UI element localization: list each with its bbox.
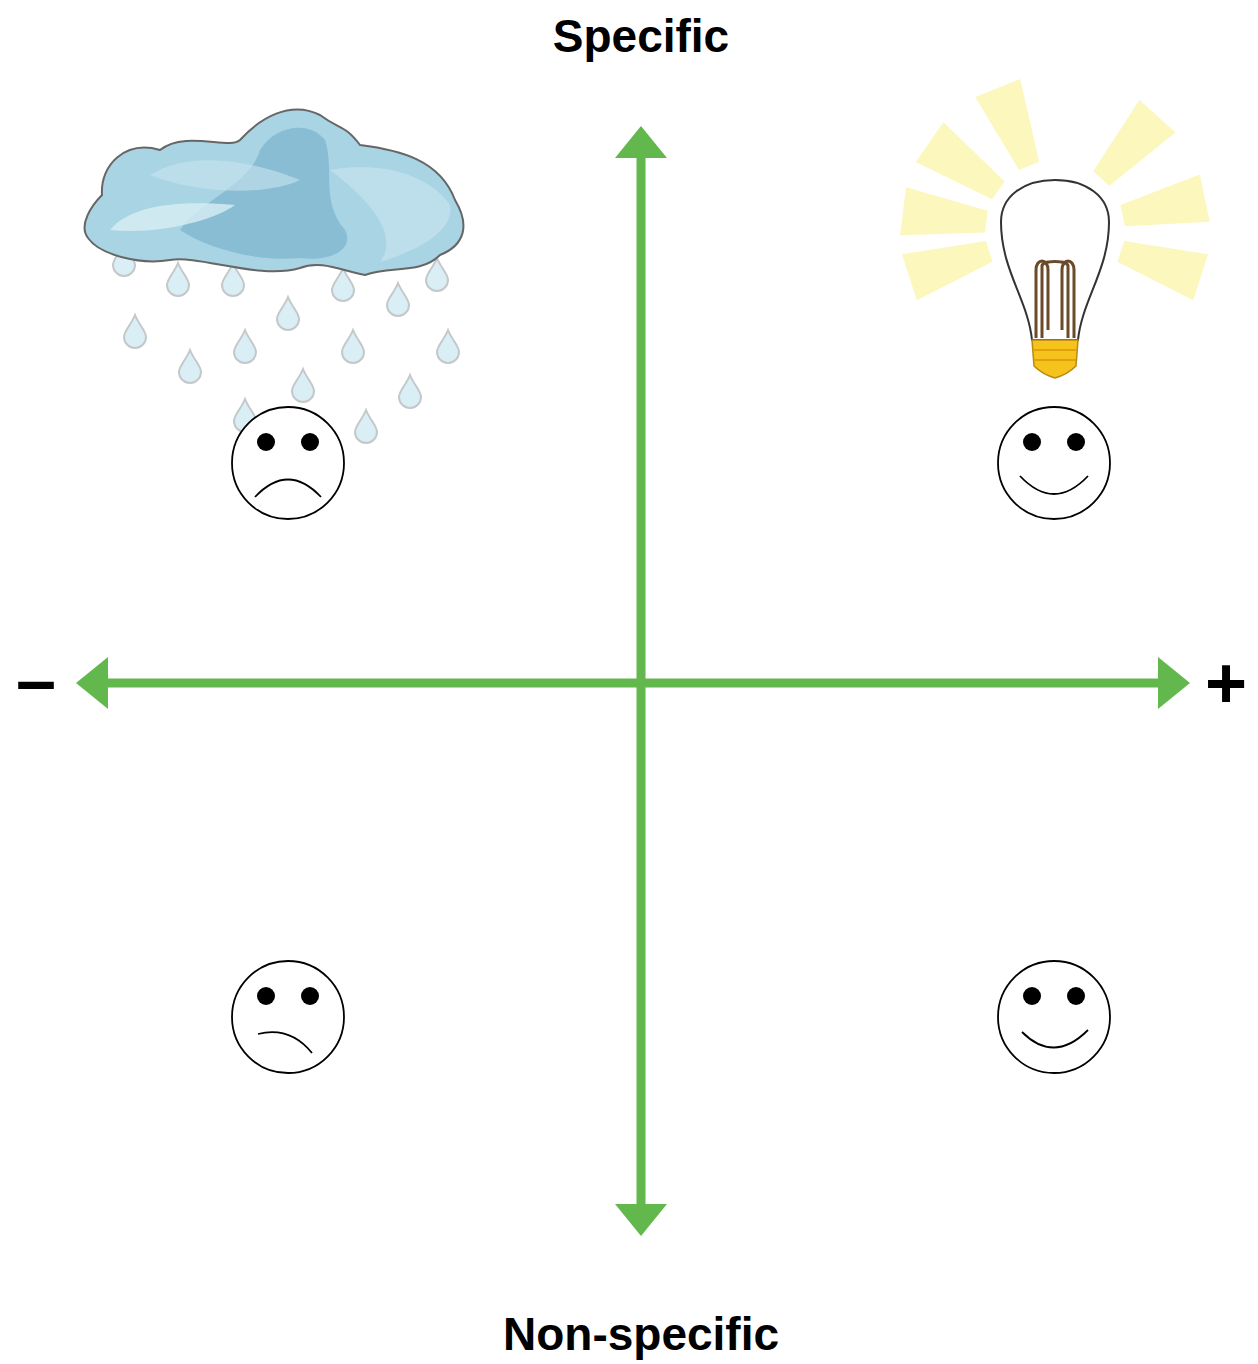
bulb-glass bbox=[1001, 180, 1109, 340]
cloud-highlight bbox=[110, 203, 235, 231]
horizontal-axis bbox=[100, 679, 1166, 688]
rain-drop bbox=[234, 330, 256, 363]
rain-drop bbox=[292, 369, 314, 402]
rain-drop bbox=[399, 375, 421, 408]
face-mouth bbox=[255, 480, 321, 498]
cloud-highlight bbox=[330, 167, 450, 262]
face-eye bbox=[1023, 433, 1041, 451]
axis-arrowhead bbox=[615, 126, 667, 158]
rain-drop bbox=[167, 263, 189, 296]
axis-label: Non-specific bbox=[503, 1311, 779, 1357]
face-outline bbox=[998, 961, 1110, 1073]
face-mouth bbox=[1022, 1030, 1088, 1048]
face-eye bbox=[1067, 987, 1085, 1005]
cloud-body bbox=[85, 109, 464, 275]
face-mouth bbox=[258, 1032, 312, 1053]
axis-arrowhead bbox=[615, 1204, 667, 1236]
rain-drop bbox=[355, 410, 377, 443]
axis-arrowhead bbox=[76, 657, 108, 709]
light-bulb bbox=[1001, 180, 1109, 378]
slightly-sad-face bbox=[232, 961, 344, 1073]
happy-face bbox=[998, 407, 1110, 519]
rain-drop bbox=[179, 350, 201, 383]
light-ray bbox=[1113, 228, 1208, 300]
face-eye bbox=[257, 987, 275, 1005]
rain-drop bbox=[342, 330, 364, 363]
sad-face bbox=[232, 407, 344, 519]
face-eye bbox=[301, 987, 319, 1005]
cloud-highlight bbox=[150, 160, 300, 191]
face-eye bbox=[257, 433, 275, 451]
rain-drop bbox=[437, 330, 459, 363]
rain-drop bbox=[332, 268, 354, 301]
axis-arrowhead bbox=[1158, 657, 1190, 709]
face-eye bbox=[1067, 433, 1085, 451]
axis-label: Specific bbox=[553, 13, 729, 59]
bulb-base-bands bbox=[1033, 350, 1077, 360]
axes bbox=[76, 126, 1190, 1236]
rain-drop bbox=[124, 315, 146, 348]
slightly-happy-face bbox=[998, 961, 1110, 1073]
rain-drop bbox=[277, 297, 299, 330]
axis-sign: – bbox=[16, 644, 56, 716]
light-ray bbox=[1118, 174, 1210, 239]
light-ray bbox=[1083, 100, 1175, 195]
rain-drop bbox=[387, 283, 409, 316]
light-ray bbox=[975, 79, 1051, 175]
light-ray bbox=[902, 228, 997, 300]
face-eye bbox=[1023, 987, 1041, 1005]
face-outline bbox=[232, 407, 344, 519]
face-eye bbox=[301, 433, 319, 451]
face-outline bbox=[232, 961, 344, 1073]
face-mouth bbox=[1020, 476, 1088, 494]
light-ray bbox=[900, 187, 989, 245]
cloud-shade bbox=[180, 128, 347, 259]
face-outline bbox=[998, 407, 1110, 519]
rain-cloud bbox=[85, 109, 464, 275]
bulb-base bbox=[1032, 340, 1078, 378]
axis-sign: + bbox=[1205, 647, 1247, 719]
bulb-filament bbox=[1036, 261, 1074, 338]
